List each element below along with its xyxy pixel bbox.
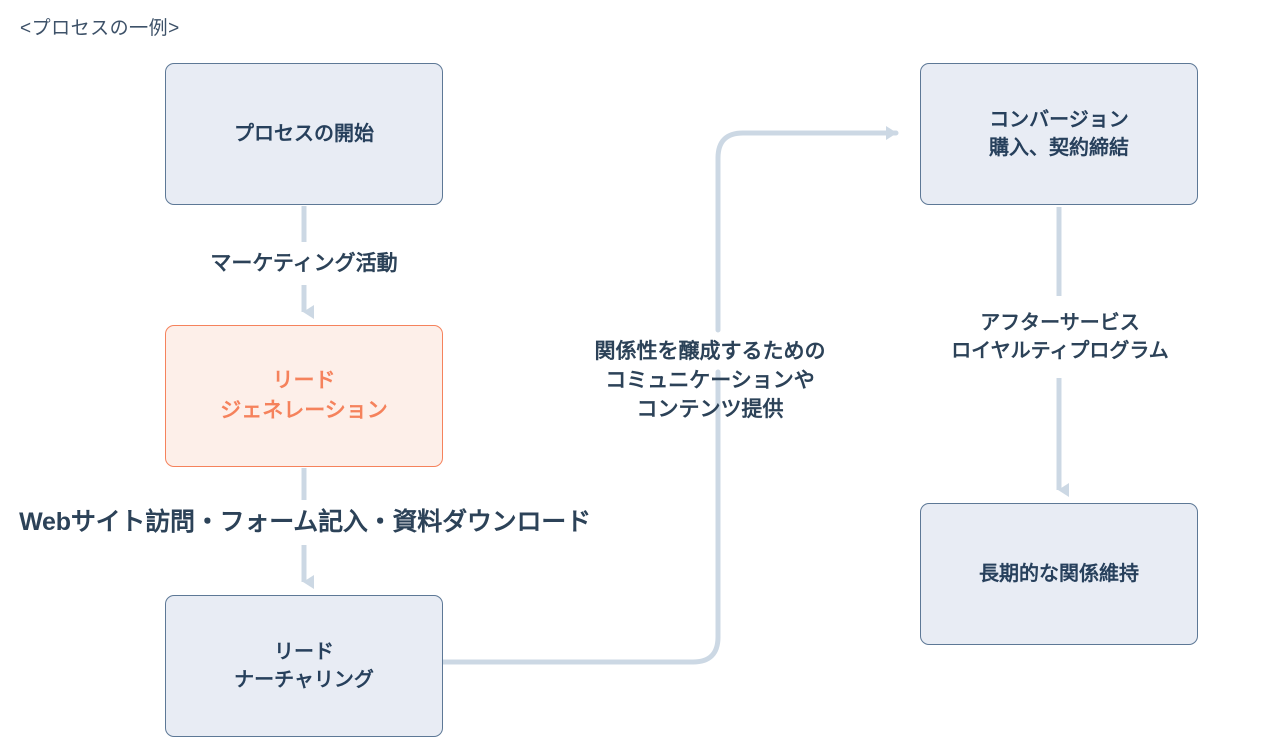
edge-label-after-service: アフターサービス ロイヤルティプログラム — [951, 312, 1169, 362]
edge-label-website-visit: Webサイト訪問・フォーム記入・資料ダウンロード — [19, 508, 591, 536]
node-long-term-relationship[interactable]: 長期的な関係維持 — [920, 503, 1198, 645]
page-title: <プロセスの一例> — [20, 18, 180, 39]
node-process-start[interactable]: プロセスの開始 — [165, 63, 443, 205]
node-lead-nurturing[interactable]: リード ナーチャリング — [165, 595, 443, 737]
node-lead-generation[interactable]: リード ジェネレーション — [165, 325, 443, 467]
edge-label-marketing-activity: マーケティング活動 — [210, 252, 398, 275]
edge-label-relationship-building: 関係性を醸成するための コミュニケーションや コンテンツ提供 — [594, 340, 826, 421]
node-conversion[interactable]: コンバージョン 購入、契約締結 — [920, 63, 1198, 205]
